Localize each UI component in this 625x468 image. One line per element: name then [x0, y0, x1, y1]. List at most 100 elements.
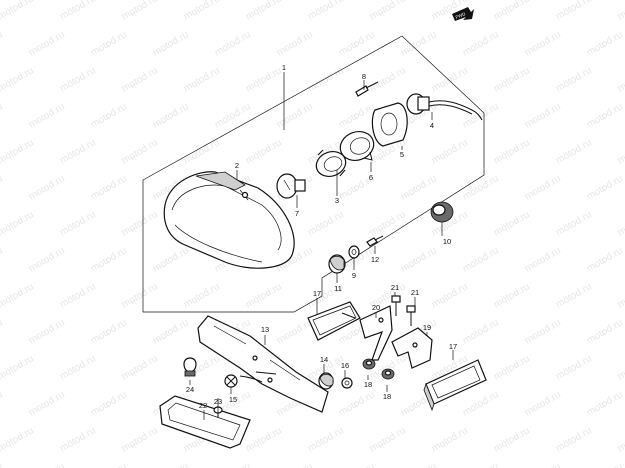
- callout-2: 2: [235, 161, 239, 170]
- watermark-text: motod.ru: [554, 209, 594, 238]
- watermark-text: motod.ru: [27, 245, 67, 274]
- watermark-text: motod.ru: [0, 101, 5, 130]
- watermark-text: motod.ru: [0, 461, 5, 468]
- watermark-text: motod.ru: [27, 101, 67, 130]
- watermark-text: motod.ru: [585, 29, 625, 58]
- watermark-text: motod.ru: [58, 65, 98, 94]
- watermark-text: motod.ru: [120, 137, 160, 166]
- callout-17-right: 17: [449, 342, 457, 351]
- callout-13: 13: [261, 325, 269, 334]
- watermark-text: motod.ru: [554, 353, 594, 382]
- callout-22: 22: [199, 401, 207, 410]
- watermark-text: motod.ru: [120, 353, 160, 382]
- watermark-text: motod.ru: [461, 101, 501, 130]
- callout-21-left: 21: [391, 283, 399, 292]
- watermark-text: motod.ru: [58, 425, 98, 454]
- watermark-text: motod.ru: [461, 29, 501, 58]
- watermark-text: motod.ru: [27, 173, 67, 202]
- watermark-text: motod.ru: [585, 389, 625, 418]
- watermark-text: motod.ru: [27, 29, 67, 58]
- watermark-text: motod.ru: [616, 0, 625, 23]
- watermark-text: motod.ru: [89, 245, 129, 274]
- watermark-text: motod.ru: [58, 137, 98, 166]
- watermark-text: motod.ru: [182, 137, 222, 166]
- watermark-text: motod.ru: [0, 389, 5, 418]
- callout-18-left: 18: [364, 380, 372, 389]
- watermark-text: motod.ru: [492, 137, 532, 166]
- watermark-text: motod.ru: [523, 245, 563, 274]
- callout-6: 6: [369, 173, 373, 182]
- watermark-text: motod.ru: [213, 29, 253, 58]
- watermark-text: motod.ru: [616, 137, 625, 166]
- screw-8: [355, 81, 379, 97]
- watermark-text: motod.ru: [275, 461, 315, 468]
- watermark-text: motod.ru: [0, 0, 36, 23]
- watermark-text: motod.ru: [89, 317, 129, 346]
- watermark-text: motod.ru: [430, 281, 470, 310]
- watermark-text: motod.ru: [151, 101, 191, 130]
- washer: [348, 245, 360, 259]
- watermark-text: motod.ru: [523, 173, 563, 202]
- taillight-lens: [163, 171, 295, 269]
- watermark-text: motod.ru: [523, 317, 563, 346]
- watermark-text: motod.ru: [523, 29, 563, 58]
- watermark-text: motod.ru: [337, 461, 377, 468]
- callout-9: 9: [352, 271, 356, 280]
- watermark-text: motod.ru: [337, 389, 377, 418]
- callout-21-right: 21: [411, 288, 419, 297]
- watermark-text: motod.ru: [430, 65, 470, 94]
- watermark-text: motod.ru: [120, 425, 160, 454]
- callout-16: 16: [341, 361, 349, 370]
- watermark-text: motod.ru: [368, 425, 408, 454]
- bulb-24: [183, 357, 197, 377]
- watermark-text: motod.ru: [151, 29, 191, 58]
- nut-18-right: [381, 368, 395, 380]
- watermark-text: motod.ru: [0, 425, 36, 454]
- callout-3: 3: [335, 196, 339, 205]
- watermark-text: motod.ru: [0, 209, 36, 238]
- watermark-text: motod.ru: [0, 65, 36, 94]
- watermark-text: motod.ru: [585, 317, 625, 346]
- watermark-text: motod.ru: [461, 461, 501, 468]
- watermark-text: motod.ru: [554, 425, 594, 454]
- watermark-text: motod.ru: [244, 65, 284, 94]
- callout-15: 15: [229, 395, 237, 404]
- watermark-text: motod.ru: [368, 209, 408, 238]
- callout-5: 5: [400, 150, 404, 159]
- watermark-text: motod.ru: [89, 389, 129, 418]
- bolt-21-left: [391, 295, 401, 316]
- watermark-text: motod.ru: [399, 173, 439, 202]
- watermark-text: motod.ru: [368, 0, 408, 23]
- callout-14: 14: [320, 355, 328, 364]
- watermark-text: motod.ru: [244, 137, 284, 166]
- socket-ring: [315, 149, 347, 177]
- socket-wire: [406, 93, 483, 121]
- callout-7: 7: [295, 209, 299, 218]
- watermark-text: motod.ru: [430, 425, 470, 454]
- watermark-text: motod.ru: [182, 0, 222, 23]
- cushion: [328, 254, 346, 274]
- watermark-text: motod.ru: [337, 101, 377, 130]
- callouts: 1 2 3 4 5 6 7 8 9 10 11 12 13 14 15 16 1…: [186, 63, 457, 410]
- nut-18-left: [362, 358, 376, 370]
- watermark-text: motod.ru: [151, 245, 191, 274]
- watermark-text: motod.ru: [275, 101, 315, 130]
- callout-17-left: 17: [313, 289, 321, 298]
- watermark-text: motod.ru: [461, 245, 501, 274]
- watermark-text: motod.ru: [523, 389, 563, 418]
- watermark-text: motod.ru: [120, 65, 160, 94]
- screw-15: [224, 374, 238, 388]
- rubber-seal: [371, 102, 408, 147]
- bracket-19: [391, 327, 433, 369]
- watermark-text: motod.ru: [151, 461, 191, 468]
- watermark-text: motod.ru: [306, 0, 346, 23]
- watermark-text: motod.ru: [27, 461, 67, 468]
- watermark-text: motod.ru: [58, 353, 98, 382]
- watermark-text: motod.ru: [58, 209, 98, 238]
- watermark-text: motod.ru: [492, 425, 532, 454]
- watermark-text: motod.ru: [306, 425, 346, 454]
- watermark-text: motod.ru: [554, 65, 594, 94]
- watermark-text: motod.ru: [244, 281, 284, 310]
